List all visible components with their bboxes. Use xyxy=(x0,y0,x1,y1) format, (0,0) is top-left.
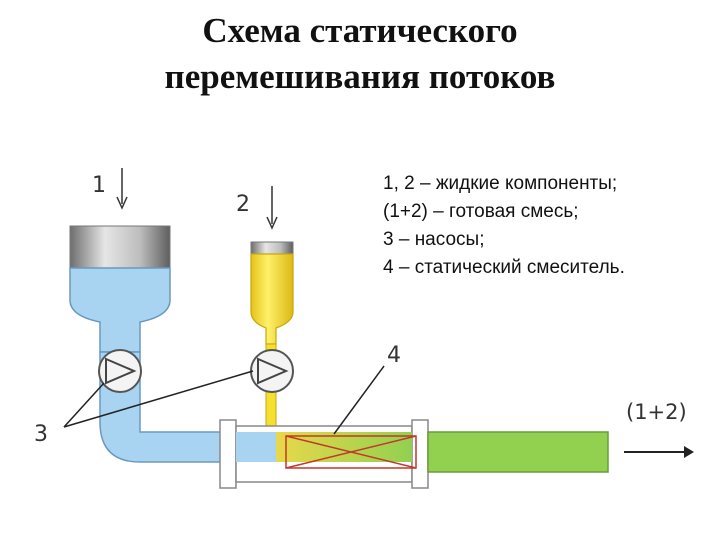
title-line-2: перемешивания потоков xyxy=(164,57,556,96)
tank-2 xyxy=(250,241,294,345)
label-mixer: 4 xyxy=(387,343,401,368)
legend-item-components: 1, 2 – жидкие компоненты; xyxy=(383,173,618,194)
pipe-mixture-output xyxy=(427,431,609,473)
legend: 1, 2 – жидкие компоненты; (1+2) – готова… xyxy=(383,170,713,282)
pump-leader-line-2 xyxy=(63,370,254,428)
inlet-arrow-1 xyxy=(116,168,128,210)
pump-2 xyxy=(250,349,294,393)
legend-item-mixture: (1+2) – готовая смесь; xyxy=(383,201,579,222)
tank-1 xyxy=(69,225,171,353)
page-title: Схема статического перемешивания потоков xyxy=(0,8,720,100)
mixer-leader-line xyxy=(333,365,385,435)
static-mixer xyxy=(219,419,429,489)
pump-1 xyxy=(98,349,142,393)
mixer-element xyxy=(285,435,417,469)
legend-item-pumps: 3 – насосы; xyxy=(383,229,485,250)
legend-item-mixer: 4 – статический смеситель. xyxy=(383,257,625,278)
label-inlet-1: 1 xyxy=(92,173,106,198)
label-inlet-2: 2 xyxy=(236,192,250,217)
output-arrow xyxy=(624,446,694,458)
label-output: (1+2) xyxy=(626,400,687,424)
label-pumps: 3 xyxy=(34,422,48,447)
title-line-1: Схема статического xyxy=(202,11,518,50)
pump-leader-line-1 xyxy=(63,382,105,428)
inlet-arrow-2 xyxy=(266,186,278,230)
